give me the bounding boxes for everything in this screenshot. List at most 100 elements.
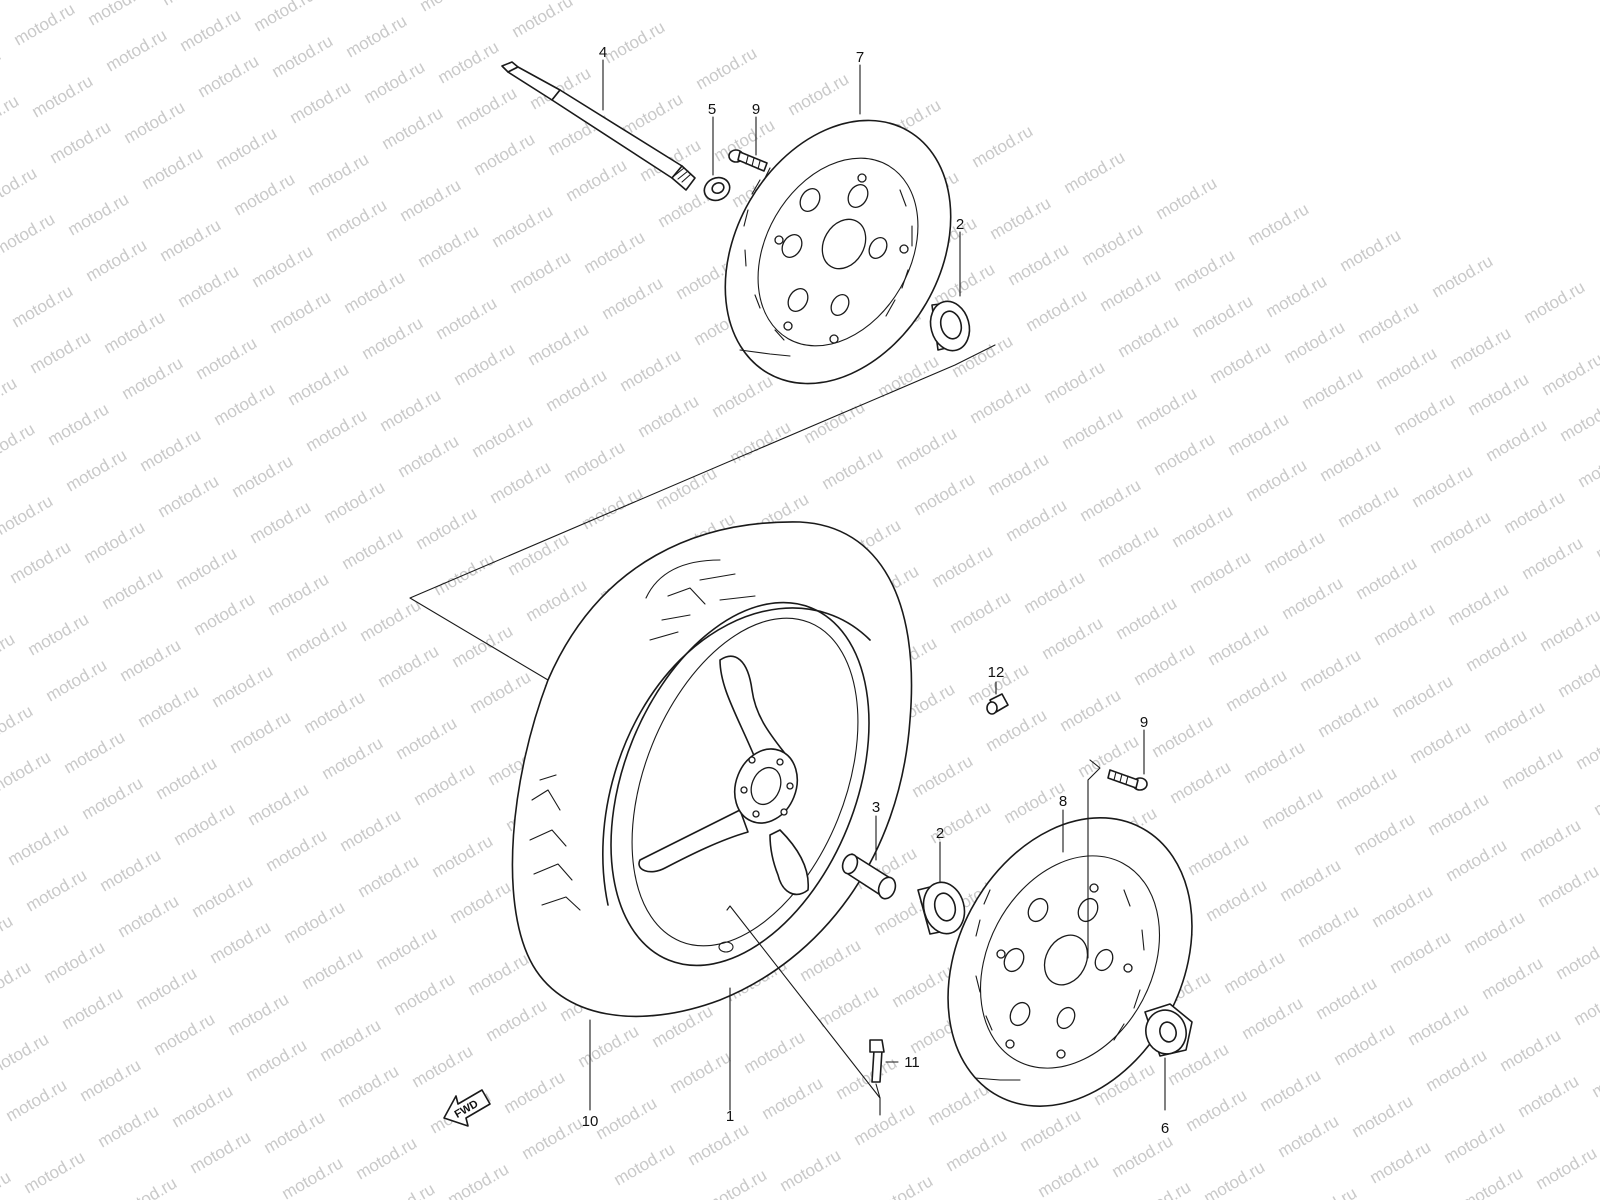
- callout-label: 8: [1059, 793, 1067, 810]
- watermark-text: motod.ru: [1593, 513, 1600, 563]
- watermark-text: motod.ru: [1589, 1051, 1600, 1101]
- watermark-text: motod.ru: [1261, 527, 1329, 577]
- callout-label: 2: [936, 825, 944, 842]
- watermark-text: motod.ru: [1153, 173, 1221, 223]
- watermark-text: motod.ru: [303, 405, 371, 455]
- watermark-text: motod.ru: [99, 563, 167, 613]
- watermark-text: motod.ru: [45, 399, 113, 449]
- watermark-text: motod.ru: [1519, 533, 1587, 583]
- watermark-text: motod.ru: [1427, 507, 1495, 557]
- watermark-text: motod.ru: [265, 569, 333, 619]
- watermark-text: motod.ru: [911, 469, 979, 519]
- watermark-text: motod.ru: [359, 313, 427, 363]
- watermark-text: motod.ru: [231, 169, 299, 219]
- watermark-text: motod.ru: [1463, 625, 1531, 675]
- watermark-text: motod.ru: [1521, 277, 1589, 327]
- watermark-text: motod.ru: [1151, 429, 1219, 479]
- watermark-text: motod.ru: [909, 751, 977, 801]
- watermark-text: motod.ru: [1239, 993, 1307, 1043]
- watermark-text: motod.ru: [391, 969, 459, 1019]
- watermark-text: motod.ru: [59, 983, 127, 1033]
- watermark-text: motod.ru: [1501, 487, 1569, 537]
- watermark-text: motod.ru: [1447, 323, 1515, 373]
- watermark-text: motod.ru: [1279, 573, 1347, 623]
- watermark-text: motod.ru: [133, 963, 201, 1013]
- watermark-text: motod.ru: [79, 773, 147, 823]
- watermark-text: motod.ru: [1355, 297, 1423, 347]
- watermark-text: motod.ru: [1057, 685, 1125, 735]
- watermark-text: motod.ru: [1409, 461, 1477, 511]
- watermark-text: motod.ru: [321, 477, 389, 527]
- watermark-text: motod.ru: [1349, 1091, 1417, 1141]
- watermark-text: motod.ru: [471, 129, 539, 179]
- callout-label: 5: [708, 101, 716, 118]
- watermark-text: motod.ru: [317, 1015, 385, 1065]
- watermark-text: motod.ru: [1573, 723, 1600, 773]
- watermark-text: motod.ru: [119, 353, 187, 403]
- watermark-text: motod.ru: [433, 293, 501, 343]
- watermark-text: motod.ru: [1423, 1045, 1491, 1095]
- watermark-text: motod.ru: [483, 995, 551, 1045]
- watermark-text: motod.ru: [7, 537, 75, 587]
- watermark-text: motod.ru: [1535, 861, 1600, 911]
- leader-lines: [589, 59, 1166, 1116]
- watermark-text: motod.ru: [373, 923, 441, 973]
- watermark-text: motod.ru: [283, 615, 351, 665]
- watermark-text: motod.ru: [1335, 481, 1403, 531]
- watermark-text: motod.ru: [1465, 369, 1533, 419]
- watermark-text: motod.ru: [969, 121, 1037, 171]
- watermark-text: motod.ru: [1127, 1177, 1195, 1200]
- fwd-direction-badge: FWD: [443, 1089, 491, 1127]
- spacer-part: [841, 853, 897, 900]
- watermark-text: motod.ru: [1555, 651, 1600, 701]
- watermark-text: motod.ru: [1299, 363, 1367, 413]
- watermark-text: motod.ru: [1133, 383, 1201, 433]
- callout-label: 12: [988, 664, 1005, 681]
- watermark-text: motod.ru: [279, 1153, 347, 1200]
- watermark-text: motod.ru: [1109, 1131, 1177, 1181]
- watermark-text: motod.ru: [175, 261, 243, 311]
- watermark-text: motod.ru: [1351, 809, 1419, 859]
- watermark-text: motod.ru: [1281, 317, 1349, 367]
- watermark-text: motod.ru: [893, 423, 961, 473]
- watermark-text: motod.ru: [579, 483, 647, 533]
- watermark-text: motod.ru: [43, 655, 111, 705]
- watermark-text: motod.ru: [411, 759, 479, 809]
- watermark-text: motod.ru: [261, 1107, 329, 1157]
- watermark-text: motod.ru: [601, 17, 669, 67]
- watermark-text: motod.ru: [85, 0, 153, 29]
- watermark-text: motod.ru: [0, 1029, 52, 1079]
- watermark-text: motod.ru: [229, 451, 297, 501]
- watermark-text: motod.ru: [191, 589, 259, 639]
- watermark-text: motod.ru: [1131, 639, 1199, 689]
- watermark-text: motod.ru: [227, 707, 295, 757]
- watermark-text: motod.ru: [0, 419, 38, 469]
- watermark-text: motod.ru: [1035, 1151, 1103, 1200]
- watermark-text: motod.ru: [1441, 1117, 1509, 1167]
- watermark-text: motod.ru: [29, 71, 97, 121]
- watermark-text: motod.ru: [1003, 495, 1071, 545]
- watermark-text: motod.ru: [169, 1081, 237, 1131]
- watermark-text: motod.ru: [0, 209, 58, 259]
- watermark-text: motod.ru: [833, 1053, 901, 1103]
- watermark-text: motod.ru: [251, 0, 319, 35]
- watermark-text: motod.ru: [523, 575, 591, 625]
- watermark-text: motod.ru: [1295, 901, 1363, 951]
- callout-label: 2: [956, 216, 964, 233]
- watermark-text: motod.ru: [703, 1165, 771, 1200]
- watermark-text: motod.ru: [1461, 907, 1529, 957]
- watermark-text: motod.ru: [281, 897, 349, 947]
- watermark-text: motod.ru: [469, 411, 537, 461]
- watermark-text: motod.ru: [509, 0, 577, 41]
- watermark-text: motod.ru: [1259, 783, 1327, 833]
- watermark-text: motod.ru: [353, 1133, 421, 1183]
- watermark-text: motod.ru: [361, 57, 429, 107]
- front-axle-part: [501, 61, 696, 191]
- watermark-text: motod.ru: [435, 37, 503, 87]
- watermark-text: motod.ru: [269, 31, 337, 81]
- watermark-text: motod.ru: [501, 1067, 569, 1117]
- watermark-text: motod.ru: [1005, 239, 1073, 289]
- watermark-text: motod.ru: [0, 163, 40, 213]
- watermark-text: motod.ru: [5, 819, 73, 869]
- watermark-text: motod.ru: [0, 45, 4, 95]
